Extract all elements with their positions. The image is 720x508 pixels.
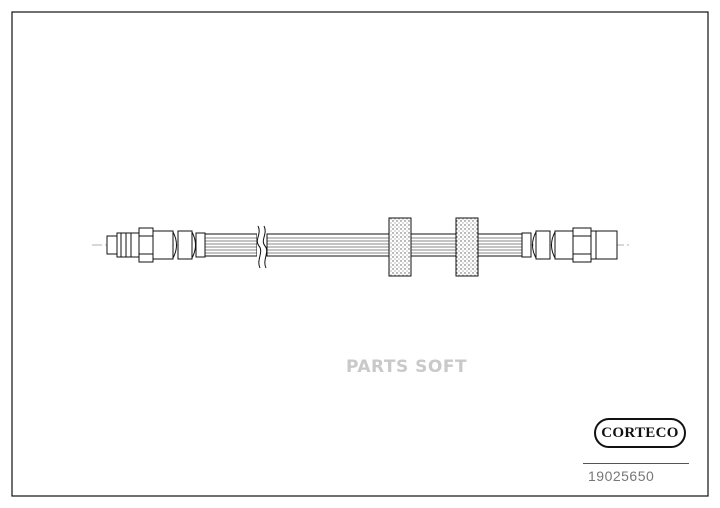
parts-soft-watermark: PARTS SOFT (346, 357, 468, 377)
left-ferrule (152, 230, 206, 260)
drawing-frame (11, 11, 709, 497)
brake-hose (106, 217, 618, 277)
left-fitting-tip (106, 232, 140, 258)
bracket-clamp-1 (388, 217, 412, 277)
corteco-logo: CORTECO (594, 418, 686, 448)
right-hex-nut (572, 227, 592, 263)
right-ferrule (521, 230, 574, 260)
break-symbol (256, 225, 268, 269)
right-fitting-tip (590, 230, 618, 260)
part-number-label: 19025650 (588, 468, 655, 484)
hose-section-left (204, 233, 258, 257)
bracket-clamp-2 (455, 217, 479, 277)
left-hex-nut (138, 227, 154, 263)
part-number-underline (583, 463, 689, 464)
